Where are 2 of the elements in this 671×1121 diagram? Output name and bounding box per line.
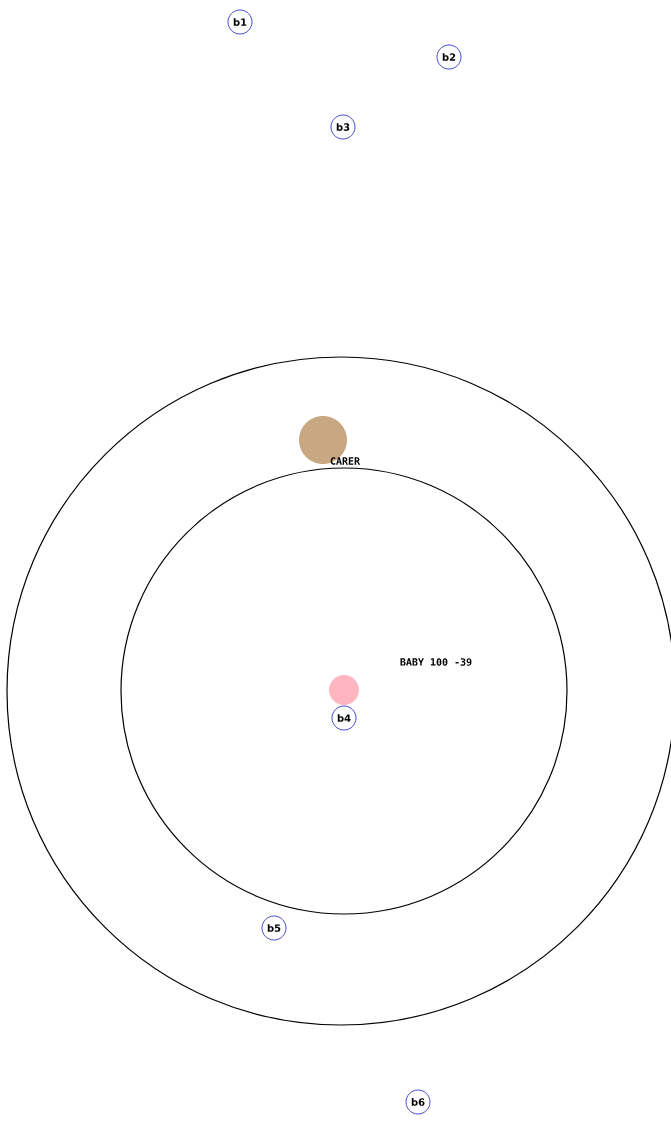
- ring-circle: [120, 467, 568, 915]
- node-label: BABY 100 -39: [400, 658, 472, 666]
